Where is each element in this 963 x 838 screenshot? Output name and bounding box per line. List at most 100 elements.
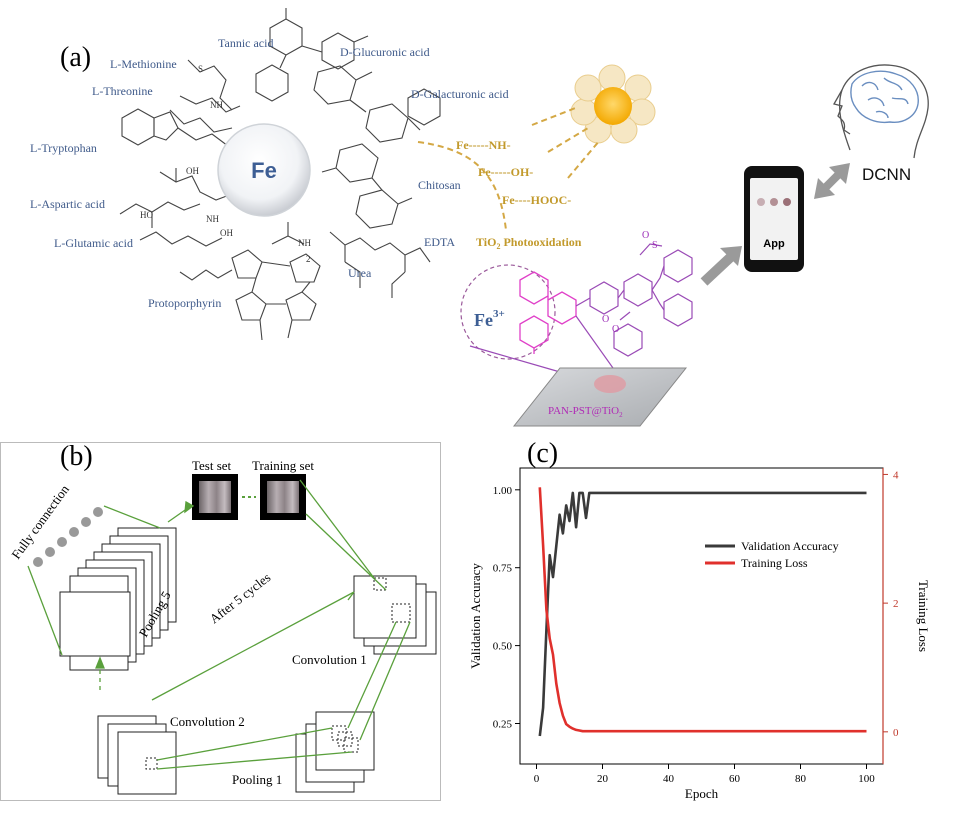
y2-tick-label: 4 xyxy=(893,469,899,481)
bidirectional-arrow-icon xyxy=(814,163,850,199)
porphyrin-ring-4 xyxy=(285,291,317,321)
svg-text:O: O xyxy=(602,314,609,325)
tannic-ring-3 xyxy=(255,64,289,102)
cnn-flow-lines xyxy=(151,479,411,770)
glucuronic-ring xyxy=(313,65,357,105)
svg-text:NH: NH xyxy=(206,214,219,224)
convolution2-stack xyxy=(97,715,177,795)
galacturonic-ring xyxy=(365,103,409,143)
y-axis-title: Validation Accuracy xyxy=(468,563,483,669)
y-tick-label: 0.25 xyxy=(493,718,513,730)
x-axis-title: Epoch xyxy=(685,786,719,801)
brain-head-icon xyxy=(833,64,929,159)
panel-c-label: (c) xyxy=(527,438,558,469)
legend-label: Training Loss xyxy=(741,556,808,570)
panel-a: (a) xyxy=(30,8,929,427)
indole-ring xyxy=(153,111,179,141)
tannic-ring-2 xyxy=(321,32,355,70)
dcnn-label: DCNN xyxy=(862,165,911,184)
label-chitosan: Chitosan xyxy=(418,178,461,192)
x-tick-label: 0 xyxy=(534,773,540,785)
molecule-labels: Tannic acid D-Glucuronic acid D-Galactur… xyxy=(30,36,509,310)
photooxidation-label: TiO2 Photooxidation xyxy=(476,235,582,251)
svg-text:OH: OH xyxy=(220,228,233,238)
sun-icon xyxy=(570,64,656,144)
light-rays xyxy=(417,106,601,231)
convolution1-label: Convolution 1 xyxy=(292,652,367,667)
fe3-ion-circle xyxy=(460,264,556,360)
app-label: App xyxy=(763,238,785,250)
y-tick-label: 0.50 xyxy=(493,641,513,653)
x-tick-label: 20 xyxy=(597,773,609,785)
bond-labels: Fe-----NH- Fe-----OH- Fe----HOOC- TiO2 P… xyxy=(456,138,582,251)
sulfonate-labels: O S O O xyxy=(602,230,658,335)
porphyrin-ring-2 xyxy=(289,253,321,283)
svg-text:O: O xyxy=(612,324,619,335)
y2-tick-label: 0 xyxy=(893,727,899,739)
legend-label: Validation Accuracy xyxy=(741,539,839,553)
bond-hooc: Fe----HOOC- xyxy=(502,193,571,207)
label-galacturonic-acid: D-Galacturonic acid xyxy=(411,87,509,101)
pooling1-label: Pooling 1 xyxy=(232,772,282,787)
porphyrin-ring-1 xyxy=(231,249,263,279)
convolution2-label: Convolution 2 xyxy=(170,714,245,729)
convolution1-stack xyxy=(353,575,437,655)
tryptophan-ring xyxy=(121,108,155,146)
label-urea: Urea xyxy=(348,266,372,280)
porphyrin-ring-3 xyxy=(235,291,267,321)
after-cycles-label: After 5 cycles xyxy=(207,570,274,627)
tannic-ring-1 xyxy=(269,18,303,56)
panel-b-frame xyxy=(0,442,441,801)
label-aspartic-acid: L-Aspartic acid xyxy=(30,197,105,211)
bond-oh: Fe-----OH- xyxy=(478,165,533,179)
fully-connection-nodes xyxy=(33,507,103,567)
svg-text:HO: HO xyxy=(140,210,153,220)
pooling5-stack xyxy=(59,527,177,671)
panel-b-label: (b) xyxy=(60,441,93,472)
sensor-spot xyxy=(594,375,626,393)
molecule-structures xyxy=(119,8,441,341)
test-set-label: Test set xyxy=(192,458,232,473)
label-tryptophan: L-Tryptophan xyxy=(30,141,97,155)
fe-sphere xyxy=(217,123,311,217)
panel-a-label: (a) xyxy=(60,42,91,73)
panel-c: (c) 0 20 40 60 80 100 0.25 0.50 0.75 1.00 0 2 4Epoch… xyxy=(468,438,931,801)
label-threonine: L-Threonine xyxy=(92,84,153,98)
fe3-ion-label: Fe3+ xyxy=(474,308,505,330)
bond-nh: Fe-----NH- xyxy=(456,138,511,152)
y-tick-label: 1.00 xyxy=(493,485,513,497)
galacturonic-ring-2 xyxy=(407,88,441,126)
label-edta: EDTA xyxy=(424,235,455,249)
y2-tick-label: 2 xyxy=(893,598,899,610)
svg-text:NH: NH xyxy=(298,238,311,248)
svg-text:OH: OH xyxy=(186,166,199,176)
label-tannic-acid: Tannic acid xyxy=(218,36,273,50)
y2-axis-title: Training Loss xyxy=(916,580,931,652)
svg-text:NH: NH xyxy=(210,100,223,110)
x-tick-label: 100 xyxy=(858,773,875,785)
svg-text:S: S xyxy=(652,240,658,251)
series-line-validation-accuracy xyxy=(538,491,867,737)
svg-text:2: 2 xyxy=(306,254,311,264)
label-glucuronic-acid: D-Glucuronic acid xyxy=(340,45,430,59)
fully-connection-label: Fully connection xyxy=(8,482,72,562)
chitosan-ring-1 xyxy=(335,143,379,183)
panel-b: (b) Test set Training set Pooling 5 Full… xyxy=(0,441,441,801)
training-set-label: Training set xyxy=(252,458,314,473)
label-protoporphyrin: Protoporphyrin xyxy=(148,296,221,310)
chitosan-ring-2 xyxy=(355,189,399,229)
label-glutamic-acid: L-Glutamic acid xyxy=(54,236,133,250)
y-tick-label: 0.75 xyxy=(493,563,513,575)
label-methionine: L-Methionine xyxy=(110,57,177,71)
x-tick-label: 40 xyxy=(663,773,675,785)
series-line-training-loss xyxy=(538,487,867,733)
x-tick-label: 60 xyxy=(729,773,741,785)
fc-connections xyxy=(27,500,195,690)
substrate-label: PAN-PST@TiO2 xyxy=(548,405,623,419)
x-tick-label: 80 xyxy=(795,773,807,785)
smartphone-icon: App xyxy=(744,166,804,272)
substrate-plate xyxy=(512,367,688,427)
